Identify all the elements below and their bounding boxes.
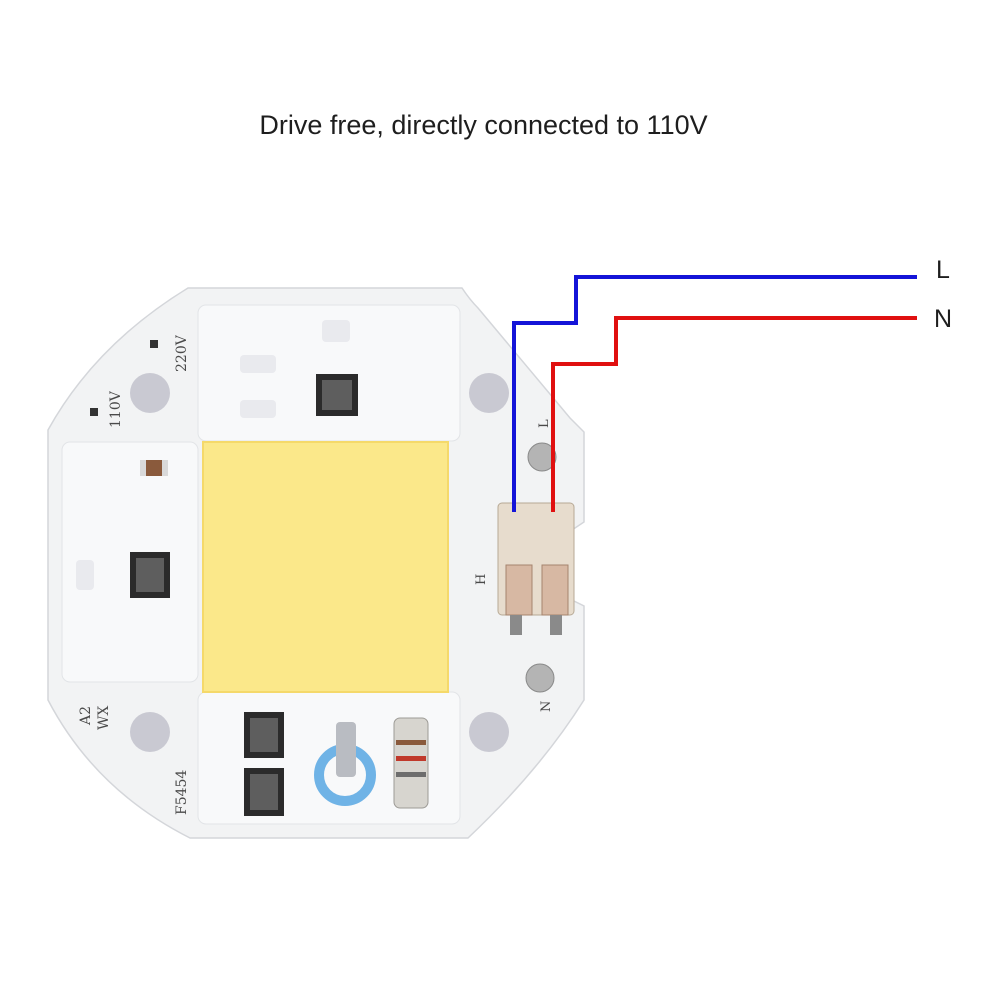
silk-mark (90, 408, 98, 416)
live-wire (512, 275, 917, 512)
silk-board-code-1: A2 (78, 706, 94, 726)
blue-ring-component-body (336, 722, 356, 777)
smd-resistor-end (140, 460, 146, 476)
silk-terminal-n: N (539, 701, 554, 712)
wire-label-neutral: N (934, 305, 953, 333)
ic-chip-bottom-1-pad (250, 718, 278, 752)
mount-hole-top-right (469, 373, 509, 413)
mount-hole-top-left (130, 373, 170, 413)
fuse-band (396, 772, 426, 777)
smd-resistor-end (162, 460, 168, 476)
silk-mark (150, 340, 158, 348)
terminal-slot-1 (505, 564, 533, 616)
mount-hole-bottom-right (469, 712, 509, 752)
terminal-slot-2 (541, 564, 569, 616)
silk-110v: 110V (108, 390, 124, 428)
led-chip-highlight (202, 441, 449, 693)
fuse-band (396, 740, 426, 745)
glass-fuse (393, 717, 429, 809)
terminal-pin-2 (550, 615, 562, 635)
caption-title: Drive free, directly connected to 110V (259, 110, 708, 140)
faint-pad (76, 560, 94, 590)
led-chip (203, 442, 448, 692)
ic-chip-left-pad (136, 558, 164, 592)
silk-board-code-2: WX (96, 706, 112, 730)
solder-dot-l (527, 442, 557, 472)
terminal-pin-1 (510, 615, 522, 635)
silk-terminal-h: H (474, 574, 489, 585)
silk-terminal-l: L (537, 419, 552, 428)
fuse-band (396, 756, 426, 761)
faint-pad (322, 320, 350, 342)
smd-resistor (140, 460, 168, 476)
solder-dot-n (525, 663, 555, 693)
neutral-wire (551, 316, 917, 512)
ic-chip-top-pad (322, 380, 352, 410)
wire-label-live: L (936, 256, 950, 284)
mount-hole-bottom-left (130, 712, 170, 752)
faint-pad (240, 355, 276, 373)
ic-chip-bottom-2-pad (250, 774, 278, 810)
faint-pad (240, 400, 276, 418)
silk-part-number: F5454 (174, 770, 190, 815)
silk-220v: 220V (174, 334, 190, 372)
